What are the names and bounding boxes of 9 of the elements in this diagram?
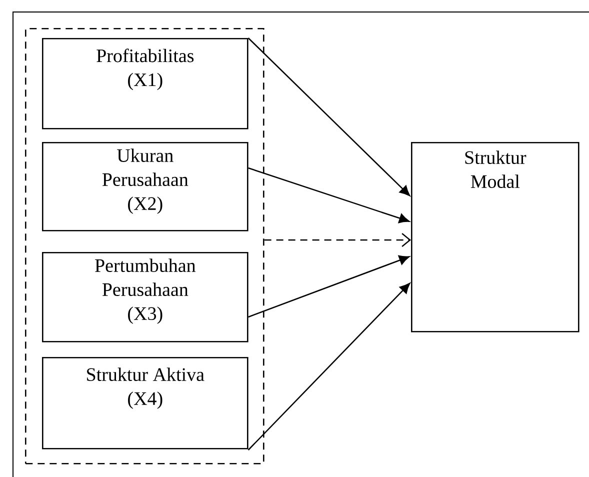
- variable-box: Pertumbuhan Perusahaan (X3): [42, 252, 248, 342]
- variable-box: Ukuran Perusahaan (X2): [42, 142, 248, 232]
- variable-box: Struktur Aktiva (X4): [42, 357, 248, 450]
- arrow: [248, 255, 410, 318]
- arrow: [248, 167, 410, 224]
- variable-box: Profitabilitas (X1): [42, 38, 248, 130]
- dashed-group-box: [25, 28, 264, 464]
- result-box: Struktur Modal: [411, 142, 580, 332]
- arrow: [264, 233, 411, 247]
